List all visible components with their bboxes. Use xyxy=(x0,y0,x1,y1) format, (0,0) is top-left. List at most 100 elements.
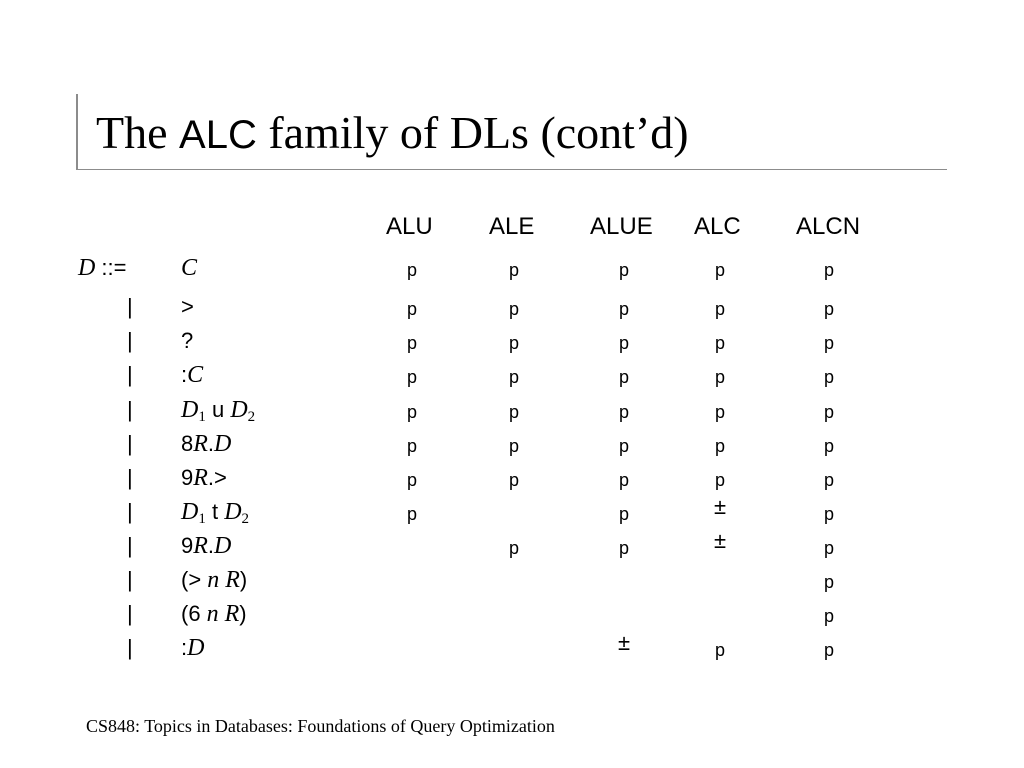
alternative-separator: | xyxy=(127,294,133,319)
support-check-mark: p xyxy=(714,470,725,490)
constructor-part: 8 xyxy=(181,431,194,456)
constructor-part: D xyxy=(181,499,199,525)
constructor-part: ? xyxy=(181,328,194,353)
support-check-mark: p xyxy=(714,260,725,280)
constructor-part: . xyxy=(207,431,215,456)
constructor-part: C xyxy=(181,255,198,281)
concept-constructor: D1 t D2 xyxy=(181,497,249,527)
support-check-mark: p xyxy=(406,260,417,280)
grammar-lhs: D ::= xyxy=(78,253,126,283)
slide-footer: CS848: Topics in Databases: Foundations … xyxy=(86,716,555,736)
support-check-mark: p xyxy=(406,436,417,456)
support-check-mark: p xyxy=(618,333,629,353)
support-check-mark: p xyxy=(508,260,519,280)
support-check-mark: p xyxy=(823,299,834,319)
constructor-part: R xyxy=(193,431,208,457)
constructor-part: t xyxy=(205,499,225,524)
support-check-mark: p xyxy=(714,640,725,660)
lhs-symbol: D xyxy=(78,255,96,281)
constructor-part: R xyxy=(193,465,208,491)
constructor-part: ( xyxy=(181,601,189,626)
support-check-mark: p xyxy=(618,470,629,490)
constructor-part: 9 xyxy=(181,533,194,558)
support-partial-mark: ± xyxy=(713,528,727,553)
column-header: ALCN xyxy=(796,213,861,240)
constructor-part: n R xyxy=(200,601,240,627)
constructor-part: 1 xyxy=(198,409,206,425)
concept-constructor: D1 u D2 xyxy=(181,395,255,425)
support-check-mark: p xyxy=(508,299,519,319)
title-prefix: The xyxy=(96,107,168,158)
alternative-separator: | xyxy=(127,431,133,456)
constructor-part: . xyxy=(207,533,215,558)
support-check-mark: p xyxy=(714,367,725,387)
support-check-mark: p xyxy=(618,436,629,456)
support-check-mark: p xyxy=(618,299,629,319)
support-check-mark: p xyxy=(406,504,417,524)
column-header: ALU xyxy=(386,213,433,240)
column-header: ALC xyxy=(694,213,741,240)
alternative-separator: | xyxy=(127,533,133,558)
title-vertical-rule xyxy=(76,94,78,170)
slide-title: The ALC family of DLs (cont’d) xyxy=(96,105,689,163)
alternative-separator: | xyxy=(127,328,133,353)
constructor-part: C xyxy=(187,362,204,388)
constructor-part: 6 xyxy=(188,601,201,626)
constructor-part: 2 xyxy=(247,409,256,425)
support-check-mark: p xyxy=(823,367,834,387)
support-check-mark: p xyxy=(618,504,629,524)
support-check-mark: p xyxy=(406,402,417,422)
concept-constructor: (6 n R) xyxy=(181,599,247,629)
support-check-mark: p xyxy=(508,470,519,490)
support-check-mark: p xyxy=(618,538,629,558)
title-horizontal-rule xyxy=(76,169,947,170)
constructor-part: 1 xyxy=(198,511,206,527)
support-check-mark: p xyxy=(508,367,519,387)
support-check-mark: p xyxy=(508,402,519,422)
alternative-separator: | xyxy=(127,601,133,626)
support-check-mark: p xyxy=(823,470,834,490)
constructor-part: > xyxy=(188,567,202,592)
support-check-mark: p xyxy=(823,260,834,280)
support-partial-mark: ± xyxy=(713,494,727,519)
constructor-part: D xyxy=(230,397,248,423)
support-check-mark: p xyxy=(406,299,417,319)
constructor-part: D xyxy=(224,499,242,525)
support-check-mark: p xyxy=(406,470,417,490)
support-check-mark: p xyxy=(823,572,834,592)
concept-constructor: 9R.D xyxy=(181,531,231,561)
constructor-part: > xyxy=(181,294,194,319)
constructor-part: D xyxy=(214,533,232,559)
title-suffix: family of DLs (cont’d) xyxy=(268,107,689,158)
support-check-mark: p xyxy=(508,538,519,558)
support-check-mark: p xyxy=(823,538,834,558)
constructor-part: .> xyxy=(207,465,227,490)
support-check-mark: p xyxy=(714,436,725,456)
alternative-separator: | xyxy=(127,465,133,490)
support-check-mark: p xyxy=(508,436,519,456)
constructor-part: 9 xyxy=(181,465,194,490)
alternative-separator: | xyxy=(127,499,133,524)
column-header: ALUE xyxy=(590,213,653,240)
constructor-part: : xyxy=(181,635,188,660)
support-check-mark: p xyxy=(823,402,834,422)
support-check-mark: p xyxy=(714,299,725,319)
lhs-operator: ::= xyxy=(101,255,127,280)
support-check-mark: p xyxy=(714,333,725,353)
alternative-separator: | xyxy=(127,635,133,660)
support-check-mark: p xyxy=(618,367,629,387)
support-partial-mark: ± xyxy=(617,630,631,655)
constructor-part: D xyxy=(181,397,199,423)
alternative-separator: | xyxy=(127,362,133,387)
constructor-part: ) xyxy=(239,601,247,626)
support-check-mark: p xyxy=(406,367,417,387)
constructor-part: : xyxy=(181,362,188,387)
support-check-mark: p xyxy=(618,402,629,422)
constructor-part: n R xyxy=(201,567,240,593)
support-check-mark: p xyxy=(714,402,725,422)
support-check-mark: p xyxy=(823,640,834,660)
support-check-mark: p xyxy=(823,504,834,524)
alternative-separator: | xyxy=(127,567,133,592)
column-header: ALE xyxy=(489,213,535,240)
support-check-mark: p xyxy=(823,606,834,626)
